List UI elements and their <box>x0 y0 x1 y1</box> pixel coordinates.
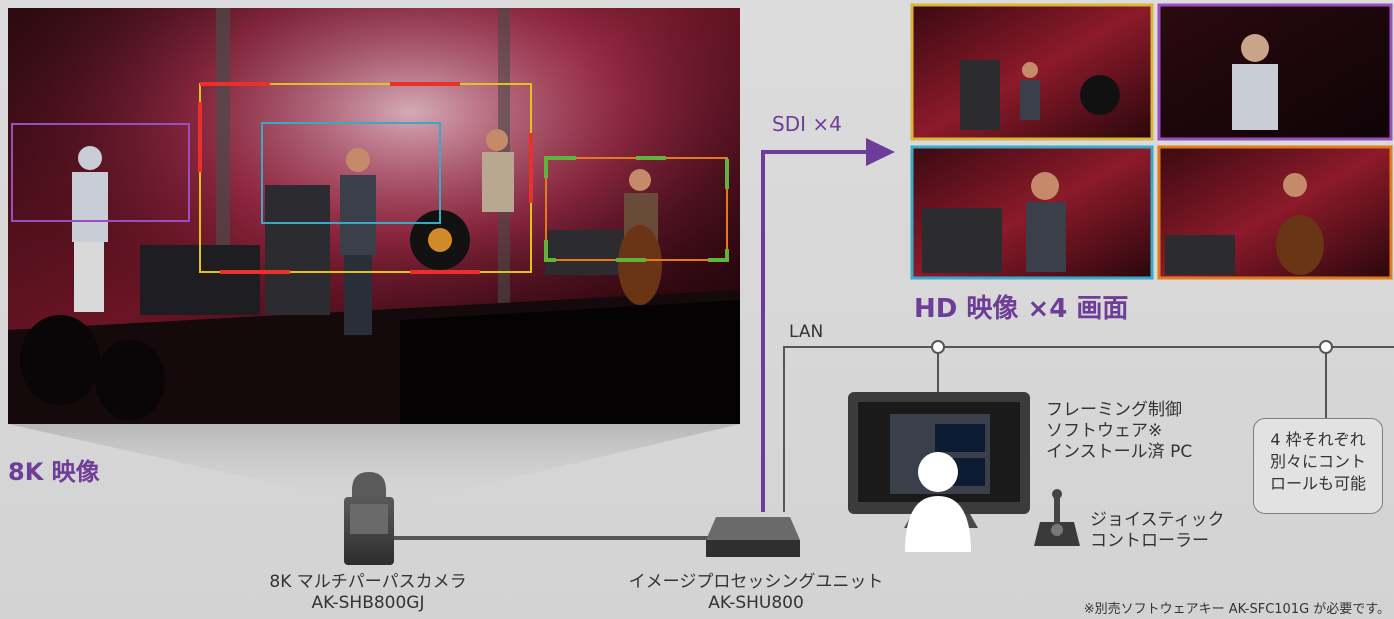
hd-label: HD 映像 ×4 画面 <box>914 294 1129 324</box>
frame-purple <box>11 123 190 222</box>
camera-name: 8K マルチパーパスカメラ <box>269 572 467 592</box>
camera-view-cone <box>8 424 740 508</box>
unit-name: イメージプロセッシングユニット <box>628 572 884 592</box>
pc-label-line: ソフトウェア※ <box>1046 421 1163 441</box>
lan-lines <box>783 346 1394 512</box>
lan-label: LAN <box>789 322 824 342</box>
sdi-arrow-line <box>761 150 870 512</box>
note-line: 4 枠それぞれ <box>1270 430 1366 449</box>
camera-caption: 8K マルチパーパスカメラ AK-SHB800GJ <box>238 572 498 614</box>
joystick-label-line: ジョイスティック <box>1090 510 1225 530</box>
frame-cyan <box>261 122 441 224</box>
unit-caption: イメージプロセッシングユニット AK-SHU800 <box>606 572 906 614</box>
user-icon <box>905 452 971 552</box>
note-line: ロールも可能 <box>1269 474 1366 493</box>
hd-tile-4 <box>1157 145 1393 280</box>
hd-tile-3 <box>910 145 1154 280</box>
footnote: ※別売ソフトウェアキー AK-SFC101G が必要です。 <box>1083 602 1390 617</box>
sdi-label: SDI ×4 <box>772 112 842 136</box>
joystick-label-line: コントローラー <box>1090 531 1209 551</box>
pc-label: フレーミング制御 ソフトウェア※ インストール済 PC <box>1046 400 1192 463</box>
joystick-icon <box>1034 489 1080 546</box>
pc-label-line: インストール済 PC <box>1046 442 1193 462</box>
unit-model: AK-SHU800 <box>708 593 804 613</box>
main-image-label: 8K 映像 <box>8 458 100 486</box>
camera-icon <box>344 472 394 565</box>
camera-model: AK-SHB800GJ <box>311 593 425 613</box>
main-8k-image <box>8 8 740 424</box>
note-box: 4 枠それぞれ 別々にコント ロールも可能 <box>1253 418 1383 514</box>
hd-tile-2 <box>1157 3 1393 141</box>
processing-unit-icon <box>706 517 800 557</box>
sdi-arrow-head <box>866 138 895 166</box>
joystick-label: ジョイスティック コントローラー <box>1090 510 1224 552</box>
note-line: 別々にコント <box>1269 452 1366 471</box>
pc-label-line: フレーミング制御 <box>1046 400 1182 420</box>
hd-tile-1 <box>910 3 1154 141</box>
frame-red <box>198 82 533 274</box>
frame-green <box>544 156 729 262</box>
